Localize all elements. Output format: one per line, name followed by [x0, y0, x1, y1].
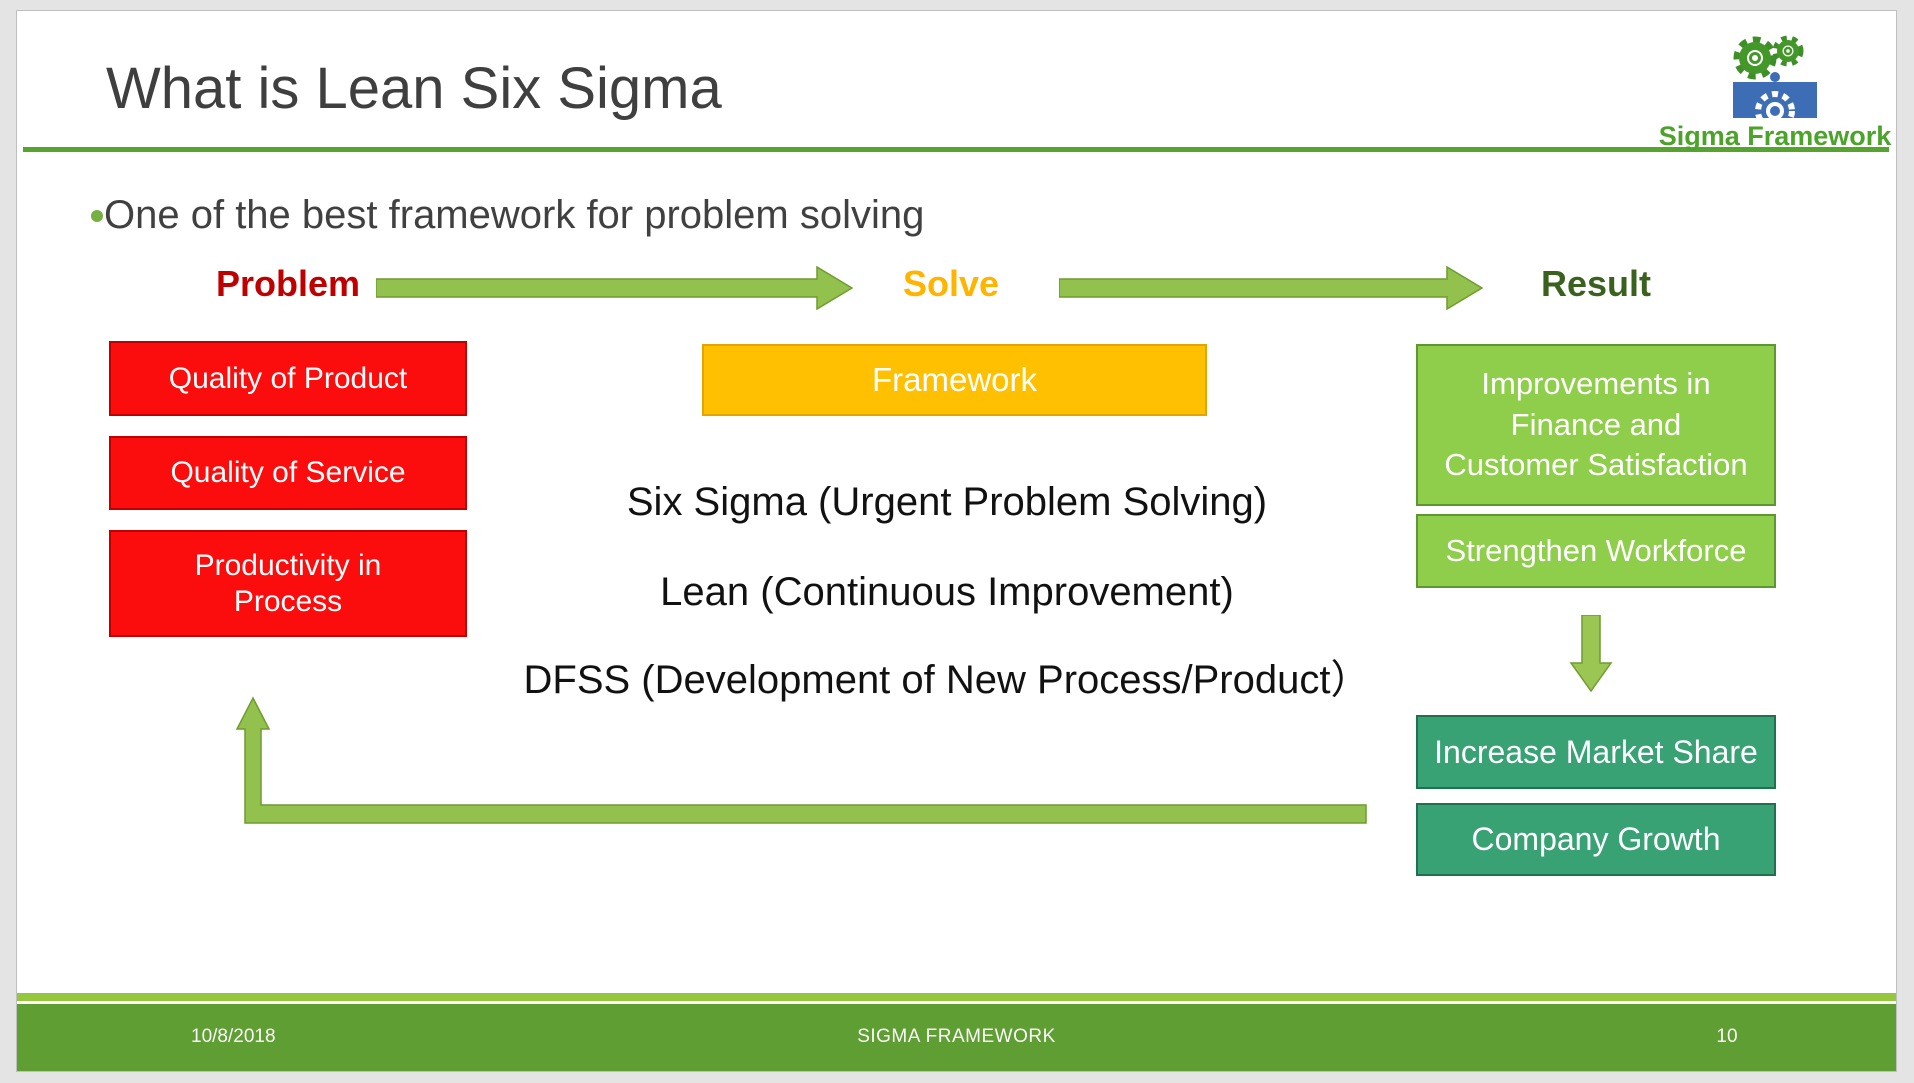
flow-label-solve: Solve [902, 263, 1000, 304]
solve-box-framework: Framework [702, 344, 1207, 416]
footer-accent-strip [17, 993, 1896, 1001]
bullet-text: One of the best framework for problem so… [104, 193, 925, 237]
problem-box-quality-of-service: Quality of Service [109, 436, 467, 510]
arrow-down-icon [1569, 615, 1613, 693]
problem-box-productivity-in-process: Productivity in Process [109, 530, 467, 637]
flow-label-result: Result [1540, 263, 1652, 304]
footer-band [17, 1004, 1896, 1071]
logo-text: Sigma Framework [1658, 121, 1892, 151]
footer-date: 10/8/2018 [191, 1026, 276, 1047]
arrow-return-feedback-icon [235, 696, 1367, 824]
outcome-box-increase-market-share: Increase Market Share [1416, 715, 1776, 789]
result-box-strengthen-workforce: Strengthen Workforce [1416, 514, 1776, 588]
flow-label-problem: Problem [216, 263, 361, 304]
slide-title: What is Lean Six Sigma [106, 56, 722, 121]
gears-icon [1733, 35, 1817, 118]
footer-page-number: 10 [1716, 1026, 1738, 1047]
arrow-right-problem-to-solve-icon [376, 266, 853, 310]
outcome-box-company-growth: Company Growth [1416, 803, 1776, 876]
method-six-sigma: Six Sigma (Urgent Problem Solving) [626, 480, 1268, 524]
method-dfss: DFSS (Development of New Process/Product… [523, 658, 1371, 702]
method-lean: Lean (Continuous Improvement) [660, 570, 1234, 614]
result-box-improvements: Improvements in Finance and Customer Sat… [1416, 344, 1776, 506]
bullet-line: One of the best framework for problem so… [91, 193, 924, 238]
title-divider-line [23, 147, 1889, 152]
bullet-dot-icon [91, 209, 103, 222]
problem-box-quality-of-product: Quality of Product [109, 341, 467, 416]
arrow-right-solve-to-result-icon [1059, 266, 1483, 310]
company-logo: Sigma Framework [1653, 31, 1897, 151]
footer-title: SIGMA FRAMEWORK [857, 1026, 1056, 1047]
slide-canvas: What is Lean Six Sigma [16, 10, 1897, 1072]
